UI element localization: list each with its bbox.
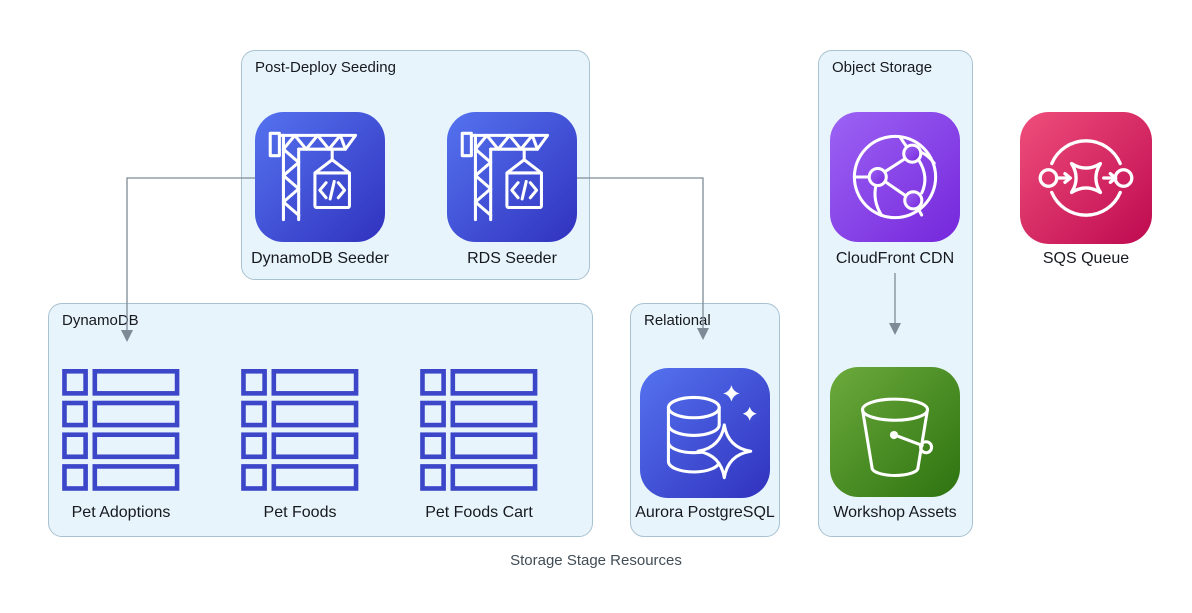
- aurora-database-sparkle-icon: [640, 368, 770, 498]
- s3-bucket-icon: [830, 367, 960, 497]
- group-label-dynamodb: DynamoDB: [62, 312, 139, 329]
- group-dynamodb: DynamoDB: [48, 303, 593, 537]
- node-label-pet-foods-cart: Pet Foods Cart: [425, 504, 533, 521]
- node-pet-foods: [241, 369, 359, 494]
- codebuild-crane-icon: [447, 112, 577, 242]
- dynamodb-table-icon: [241, 369, 359, 491]
- node-label-pet-foods: Pet Foods: [263, 504, 337, 521]
- dynamodb-table-icon: [62, 369, 180, 491]
- node-label-aurora-postgresql: Aurora PostgreSQL: [635, 504, 775, 521]
- node-dynamodb-seeder: [255, 112, 385, 242]
- group-label-relational: Relational: [644, 312, 711, 329]
- group-label-post-deploy-seeding: Post-Deploy Seeding: [255, 59, 396, 76]
- node-label-rds-seeder: RDS Seeder: [467, 250, 557, 267]
- node-workshop-assets: [830, 367, 960, 497]
- node-label-workshop-assets: Workshop Assets: [833, 504, 957, 521]
- node-label-sqs-queue: SQS Queue: [1042, 250, 1130, 267]
- node-sqs-queue: [1020, 112, 1152, 244]
- cloudfront-globe-icon: [830, 112, 960, 242]
- node-aurora-postgresql: [640, 368, 770, 498]
- node-cloudfront-cdn: [830, 112, 960, 242]
- node-pet-adoptions: [62, 369, 180, 494]
- diagram-caption: Storage Stage Resources: [510, 552, 682, 569]
- node-rds-seeder: [447, 112, 577, 242]
- node-label-dynamodb-seeder: DynamoDB Seeder: [251, 250, 389, 267]
- dynamodb-table-icon: [420, 369, 538, 491]
- node-label-pet-adoptions: Pet Adoptions: [71, 504, 171, 521]
- group-label-object-storage: Object Storage: [832, 59, 933, 76]
- node-label-cloudfront-cdn: CloudFront CDN: [835, 250, 955, 267]
- node-pet-foods-cart: [420, 369, 538, 494]
- codebuild-crane-icon: [255, 112, 385, 242]
- sqs-queue-icon: [1020, 112, 1152, 244]
